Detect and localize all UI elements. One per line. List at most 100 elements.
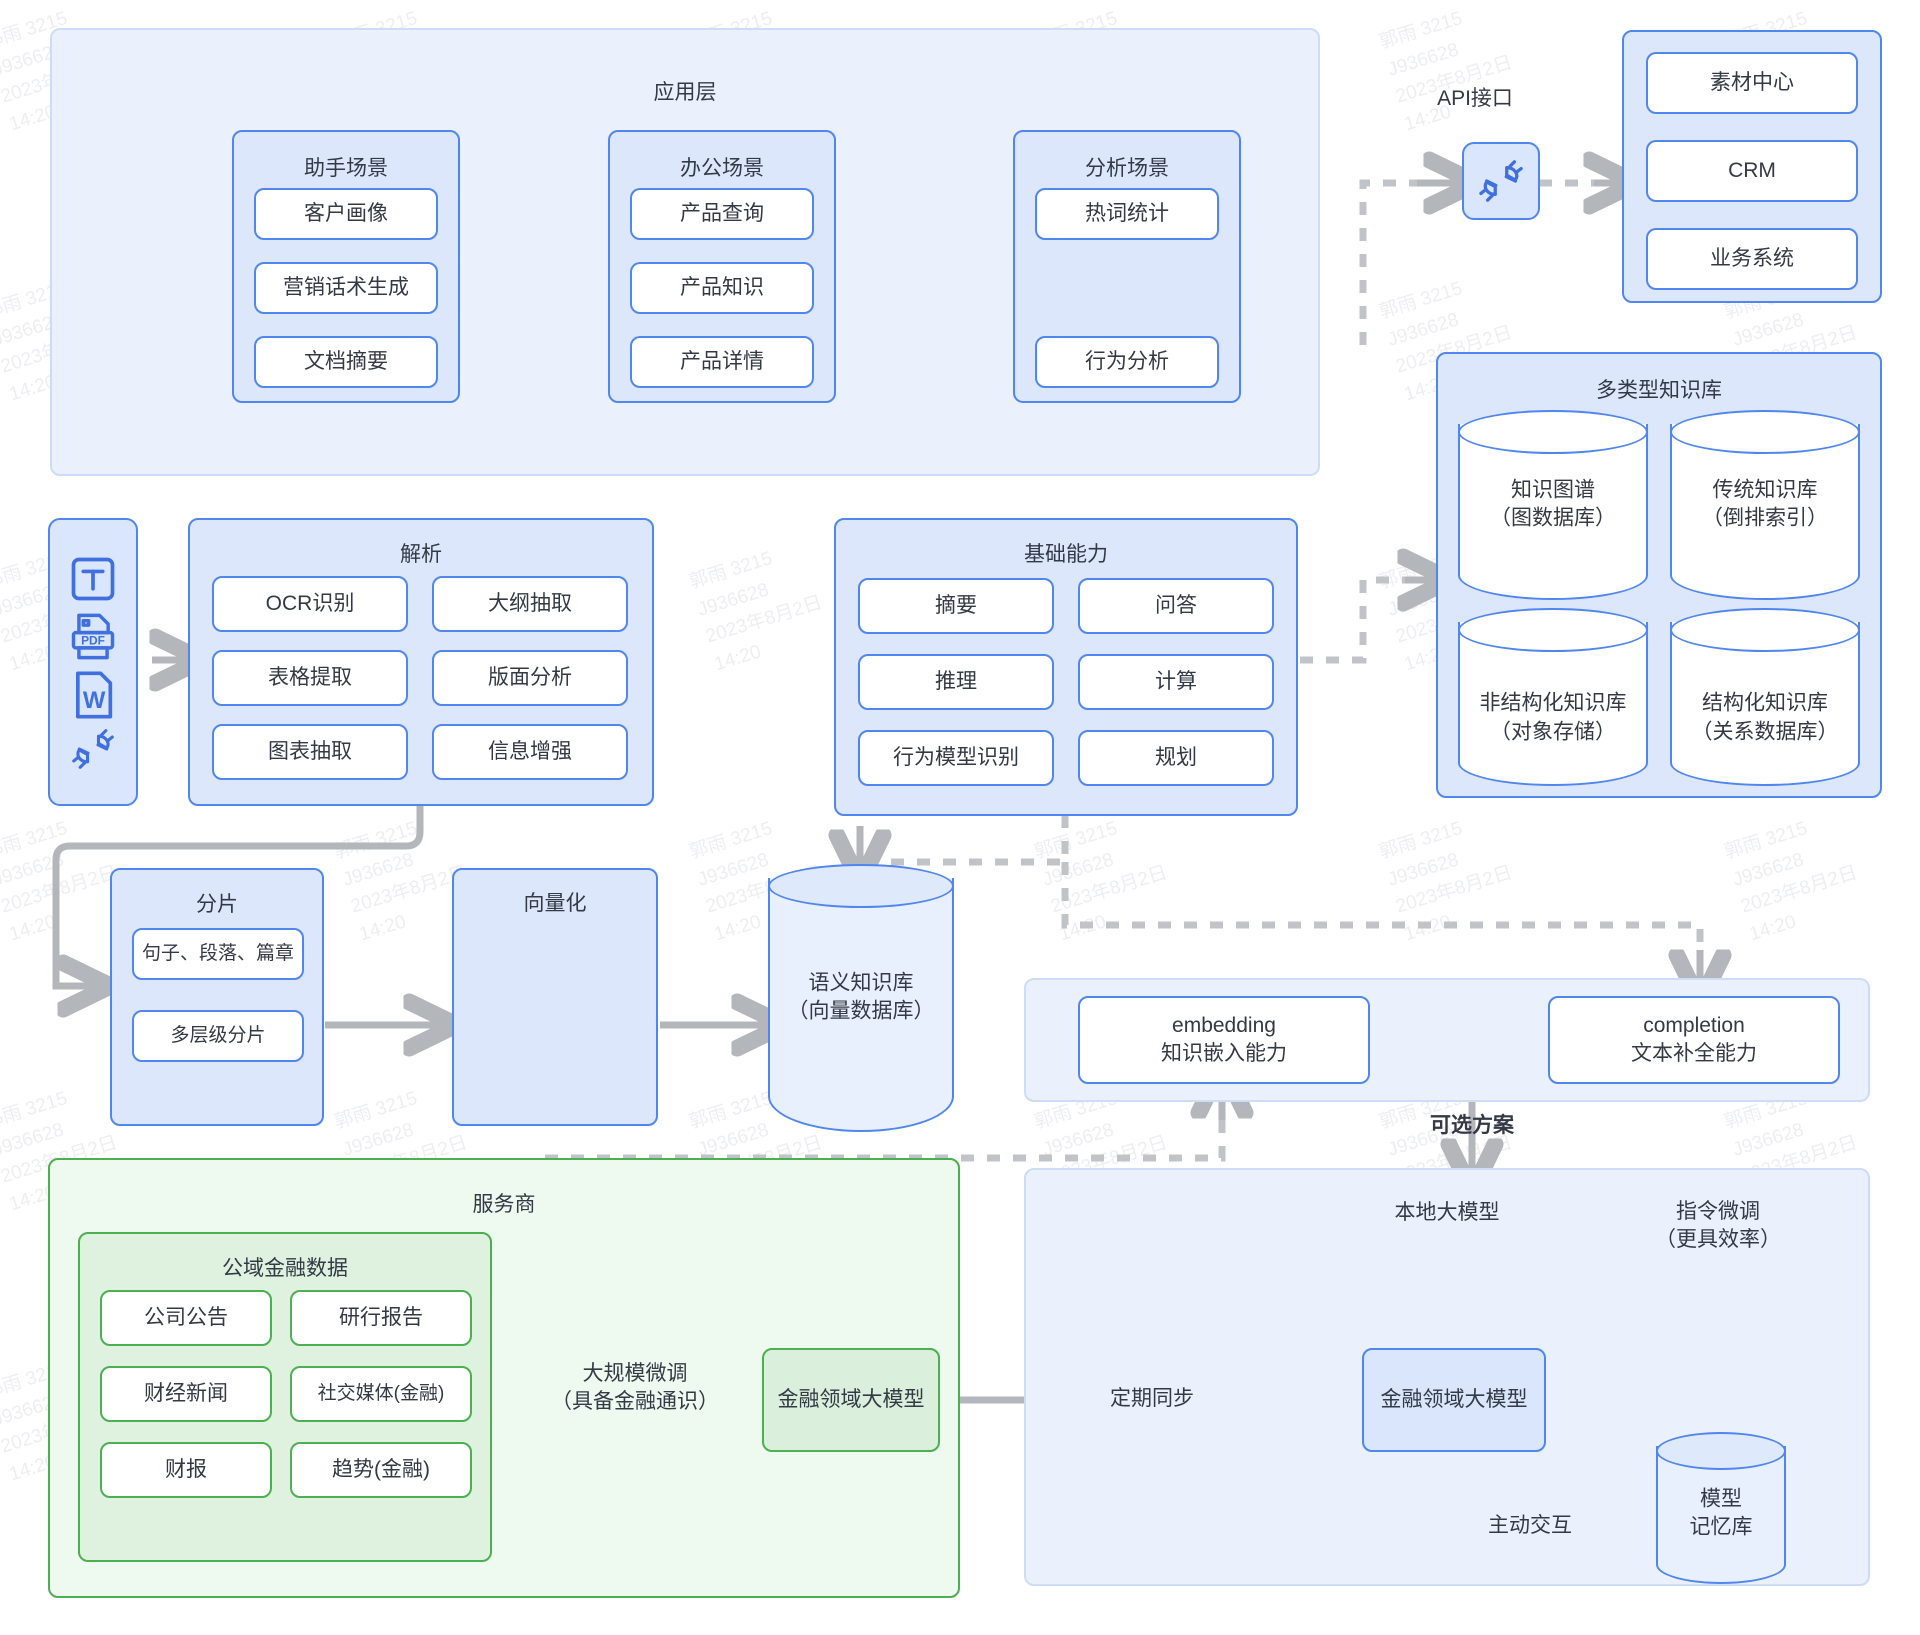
model-capability-completion[interactable]: completion 文本补全能力 xyxy=(1548,996,1840,1084)
chunking-panel: 分片 xyxy=(110,868,324,1126)
scenario-group-office-title: 办公场景 xyxy=(680,157,764,180)
db-structured-kb[interactable]: 结构化知识库 （关系数据库） xyxy=(1670,608,1860,786)
chunking-item-label: 多层级分片 xyxy=(170,1025,266,1047)
parsing-item-label: 图表抽取 xyxy=(268,739,352,763)
parsing-item-label: 表格提取 xyxy=(268,665,352,689)
business-system-label: CRM xyxy=(1728,158,1776,182)
public-data-label: 公司公告 xyxy=(144,1305,228,1329)
pdf-file-icon: PDF xyxy=(71,613,115,660)
green-finance-model-label: 金融领域大模型 xyxy=(777,1387,925,1411)
parsing-item-label: 版面分析 xyxy=(488,665,572,689)
scenario-item-product-knowledge[interactable]: 产品知识 xyxy=(630,262,814,314)
db-sub: （对象存储） xyxy=(1490,720,1616,744)
base-capability-item-summary[interactable]: 摘要 xyxy=(858,578,1054,634)
db-sub: （倒排索引） xyxy=(1702,507,1828,530)
parsing-title: 解析 xyxy=(400,543,442,566)
scenario-item-label: 产品查询 xyxy=(680,201,764,225)
model-capability-name: completion xyxy=(1643,1013,1745,1037)
watermark: 郭雨 3215 J936628 2023年8月2日 14:20 xyxy=(1376,7,1515,135)
local-finance-model-label: 金融领域大模型 xyxy=(1380,1387,1528,1411)
public-data-label: 财经新闻 xyxy=(144,1381,228,1405)
parsing-item-label: 信息增强 xyxy=(488,739,572,763)
base-capability-item-behavior-model[interactable]: 行为模型识别 xyxy=(858,730,1054,786)
business-system-crm[interactable]: CRM xyxy=(1646,140,1858,202)
public-data-label: 研行报告 xyxy=(339,1305,423,1329)
watermark: 郭雨 3215 J936628 2023年8月2日 14:20 xyxy=(686,547,825,675)
model-capability-embedding[interactable]: embedding 知识嵌入能力 xyxy=(1078,996,1370,1084)
db-sub: （图数据库） xyxy=(1490,507,1616,530)
db-semantic-kb[interactable]: 语义知识库（向量数据库） xyxy=(768,864,954,1132)
db-traditional-kb[interactable]: 传统知识库 （倒排索引） xyxy=(1670,410,1860,600)
text-file-icon xyxy=(71,557,115,601)
arrow-base-to-embedding xyxy=(1061,862,1704,962)
parsing-item-ocr[interactable]: OCR识别 xyxy=(212,576,408,632)
public-data-item-trend[interactable]: 趋势(金融) xyxy=(290,1442,472,1498)
public-data-label: 财报 xyxy=(165,1457,207,1481)
scenario-item-label: 客户画像 xyxy=(304,201,388,225)
base-capability-label: 问答 xyxy=(1155,593,1197,617)
chunking-item-multilevel[interactable]: 多层级分片 xyxy=(132,1010,304,1062)
parsing-item-layout[interactable]: 版面分析 xyxy=(432,650,628,706)
parsing-item-outline[interactable]: 大纲抽取 xyxy=(432,576,628,632)
public-data-label: 趋势(金融) xyxy=(332,1457,430,1481)
chunking-item-label: 句子、段落、篇章 xyxy=(141,943,294,965)
base-capability-label: 推理 xyxy=(935,669,977,693)
public-data-item-company-announcement[interactable]: 公司公告 xyxy=(100,1290,272,1346)
db-name: 传统知识库 xyxy=(1712,478,1818,502)
model-capability-sub: 知识嵌入能力 xyxy=(1161,1042,1287,1065)
scenario-item-marketing-script[interactable]: 营销话术生成 xyxy=(254,262,438,314)
scenario-item-product-query[interactable]: 产品查询 xyxy=(630,188,814,240)
vectorize-panel[interactable]: 向量化 xyxy=(452,868,658,1126)
application-layer-title: 应用层 xyxy=(653,81,717,104)
parsing-item-chart[interactable]: 图表抽取 xyxy=(212,724,408,780)
scenario-item-hotword-stats[interactable]: 热词统计 xyxy=(1035,188,1219,240)
watermark: 郭雨 3215 J936628 2023年8月2日 14:20 xyxy=(1376,817,1515,945)
scenario-item-customer-profile[interactable]: 客户画像 xyxy=(254,188,438,240)
parsing-item-enhance[interactable]: 信息增强 xyxy=(432,724,628,780)
arrow-base-to-semantic xyxy=(872,815,1069,866)
green-finance-model-box[interactable]: 金融领域大模型 xyxy=(762,1348,940,1452)
public-data-item-financial-report[interactable]: 财报 xyxy=(100,1442,272,1498)
scenario-item-doc-summary[interactable]: 文档摘要 xyxy=(254,336,438,388)
instruction-finetune-label: 指令微调 （更具效率） xyxy=(1655,1200,1781,1252)
db-name: 知识图谱 xyxy=(1511,478,1595,502)
watermark: 郭雨 3215 J936628 2023年8月2日 14:20 xyxy=(1031,817,1170,945)
word-file-icon: W xyxy=(75,671,113,719)
scenario-item-product-detail[interactable]: 产品详情 xyxy=(630,336,814,388)
scenario-item-label: 产品知识 xyxy=(680,275,764,299)
db-model-memory[interactable]: 模型 记忆库 xyxy=(1656,1432,1786,1584)
public-data-item-research-report[interactable]: 研行报告 xyxy=(290,1290,472,1346)
base-capability-item-reasoning[interactable]: 推理 xyxy=(858,654,1054,710)
base-capability-label: 计算 xyxy=(1155,669,1197,693)
db-name: 非结构化知识库 xyxy=(1479,692,1627,716)
chunking-item-sentence-para-chapter[interactable]: 句子、段落、篇章 xyxy=(132,928,304,980)
local-model-title: 本地大模型 xyxy=(1394,1201,1500,1224)
db-name: 结构化知识库 xyxy=(1702,692,1828,716)
scenario-item-behavior-analysis[interactable]: 行为分析 xyxy=(1035,336,1219,388)
active-interaction-label: 主动交互 xyxy=(1488,1514,1572,1537)
db-knowledge-graph[interactable]: 知识图谱 （图数据库） xyxy=(1458,410,1648,600)
chunking-title: 分片 xyxy=(196,893,238,916)
public-data-label: 社交媒体(金融) xyxy=(317,1383,445,1405)
db-model-memory-label: 模型 记忆库 xyxy=(1689,1487,1753,1540)
business-system-material-center[interactable]: 素材中心 xyxy=(1646,52,1858,114)
public-data-item-financial-news[interactable]: 财经新闻 xyxy=(100,1366,272,1422)
service-provider-title: 服务商 xyxy=(472,1193,536,1216)
plug-icon xyxy=(1479,160,1523,202)
arrow-base-to-kb xyxy=(1300,576,1405,664)
scenario-item-label: 热词统计 xyxy=(1085,201,1169,225)
db-sub: （关系数据库） xyxy=(1691,720,1839,744)
api-box[interactable] xyxy=(1462,142,1540,220)
watermark: 郭雨 3215 J936628 2023年8月2日 14:20 xyxy=(1721,817,1860,945)
db-unstructured-kb[interactable]: 非结构化知识库 （对象存储） xyxy=(1458,608,1648,786)
base-capability-item-planning[interactable]: 规划 xyxy=(1078,730,1274,786)
public-finance-data-title: 公域金融数据 xyxy=(222,1257,348,1280)
public-data-item-social-media[interactable]: 社交媒体(金融) xyxy=(290,1366,472,1422)
base-capability-item-compute[interactable]: 计算 xyxy=(1078,654,1274,710)
base-capability-label: 行为模型识别 xyxy=(893,745,1019,769)
business-system-business-system[interactable]: 业务系统 xyxy=(1646,228,1858,290)
scenario-group-analysis-title: 分析场景 xyxy=(1085,157,1169,180)
parsing-item-table[interactable]: 表格提取 xyxy=(212,650,408,706)
local-finance-model-box[interactable]: 金融领域大模型 xyxy=(1362,1348,1546,1452)
base-capability-item-qa[interactable]: 问答 xyxy=(1078,578,1274,634)
